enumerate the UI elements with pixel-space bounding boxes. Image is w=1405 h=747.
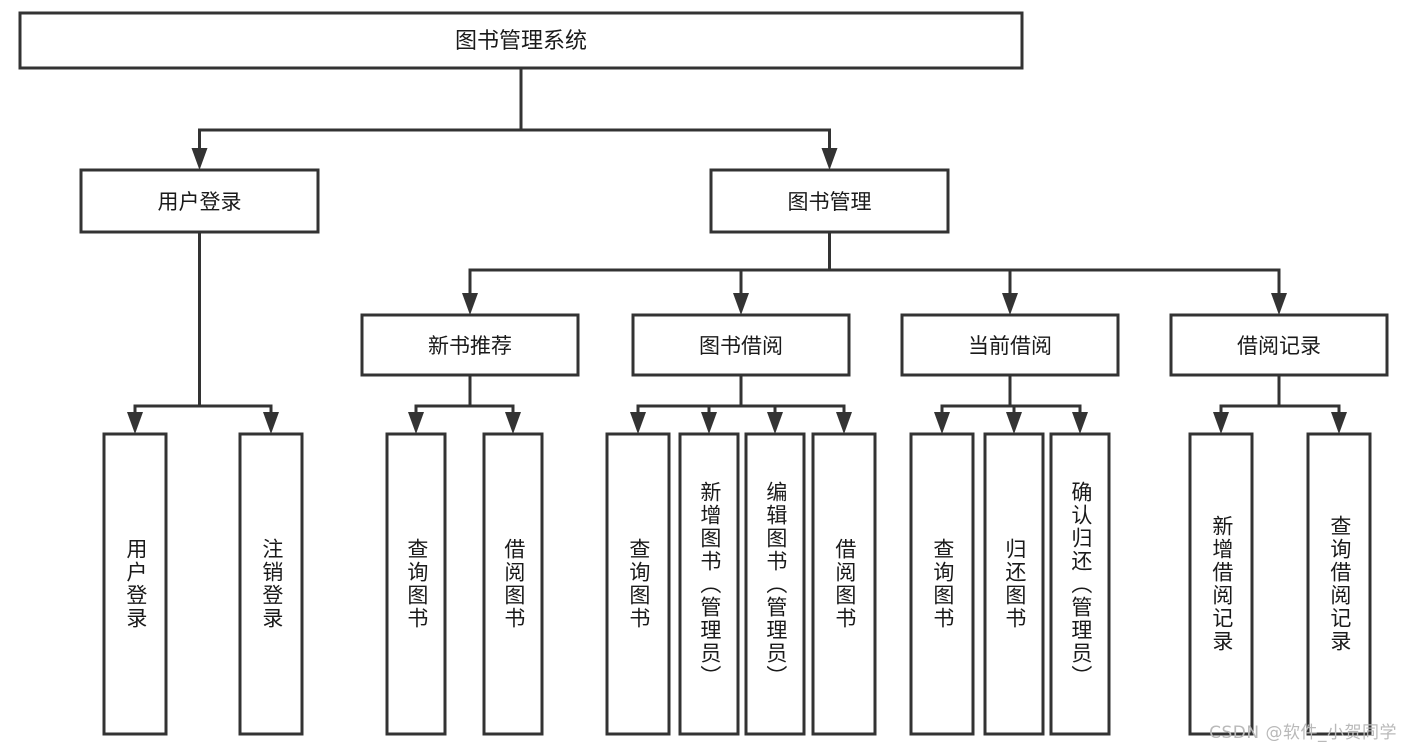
arrow-head [701, 412, 717, 434]
arrow-head [767, 412, 783, 434]
node-leaf-rec-query-record[interactable] [1306, 432, 1372, 736]
node-box-leaf-user-login[interactable] [102, 432, 168, 736]
node-label-book-manage: 图书管理 [788, 190, 872, 214]
node-leaf-cur-confirm-return[interactable] [1049, 432, 1111, 736]
node-box-leaf-rec-borrow-book[interactable] [482, 432, 544, 736]
arrow-head [1006, 412, 1022, 434]
arrow-head [821, 148, 838, 170]
node-label-current-borrow: 当前借阅 [968, 334, 1052, 358]
arrow-head [1331, 412, 1347, 434]
node-label-root: 图书管理系统 [455, 29, 587, 54]
node-box-leaf-rec-add-record[interactable] [1188, 432, 1254, 736]
node-box-book-manage[interactable] [709, 168, 950, 234]
connectors-layer [127, 66, 1347, 434]
node-root[interactable]: 图书管理系统 [18, 11, 1024, 70]
arrow-head [462, 293, 478, 315]
node-box-root[interactable] [18, 11, 1024, 70]
node-box-borrow-record[interactable] [1169, 313, 1389, 377]
node-box-leaf-borrow-borrow-book[interactable] [811, 432, 877, 736]
node-box-leaf-rec-query-book[interactable] [385, 432, 447, 736]
node-leaf-borrow-borrow-book[interactable] [811, 432, 877, 736]
node-box-current-borrow[interactable] [900, 313, 1120, 377]
node-label-book-borrow: 图书借阅 [699, 334, 783, 358]
node-current-borrow[interactable]: 当前借阅 [900, 313, 1120, 377]
arrow-head [630, 412, 646, 434]
node-leaf-rec-query-book[interactable] [385, 432, 447, 736]
arrow-head [1072, 412, 1088, 434]
node-box-leaf-borrow-edit-book[interactable] [744, 432, 806, 736]
arrow-head [1002, 293, 1018, 315]
node-box-leaf-user-logout[interactable] [238, 432, 304, 736]
node-leaf-user-login[interactable] [102, 432, 168, 736]
node-leaf-cur-return-book[interactable] [983, 432, 1045, 736]
node-box-new-book-rec[interactable] [360, 313, 580, 377]
node-box-leaf-borrow-query-book[interactable] [605, 432, 671, 736]
arrow-head [505, 412, 521, 434]
node-borrow-record[interactable]: 借阅记录 [1169, 313, 1389, 377]
node-leaf-borrow-query-book[interactable] [605, 432, 671, 736]
arrow-head [733, 293, 749, 315]
node-box-leaf-cur-query-book[interactable] [909, 432, 975, 736]
node-box-leaf-borrow-add-book[interactable] [678, 432, 740, 736]
arrow-head [408, 412, 424, 434]
node-label-new-book-rec: 新书推荐 [428, 334, 512, 358]
arrow-head [1271, 293, 1287, 315]
node-box-book-borrow[interactable] [631, 313, 851, 377]
node-user-login[interactable]: 用户登录 [79, 168, 320, 234]
node-new-book-rec[interactable]: 新书推荐 [360, 313, 580, 377]
arrow-head [836, 412, 852, 434]
node-book-manage[interactable]: 图书管理 [709, 168, 950, 234]
node-box-user-login[interactable] [79, 168, 320, 234]
node-leaf-borrow-add-book[interactable] [678, 432, 740, 736]
node-label-borrow-record: 借阅记录 [1237, 334, 1321, 358]
node-box-leaf-cur-confirm-return[interactable] [1049, 432, 1111, 736]
node-leaf-user-logout[interactable] [238, 432, 304, 736]
node-leaf-rec-add-record[interactable] [1188, 432, 1254, 736]
arrow-head [934, 412, 950, 434]
arrow-head [263, 412, 279, 434]
node-leaf-borrow-edit-book[interactable] [744, 432, 806, 736]
node-leaf-rec-borrow-book[interactable] [482, 432, 544, 736]
watermark-text: CSDN @软件_小贺同学 [1209, 723, 1397, 743]
node-label-user-login: 用户登录 [158, 190, 242, 214]
node-box-leaf-cur-return-book[interactable] [983, 432, 1045, 736]
node-leaf-cur-query-book[interactable] [909, 432, 975, 736]
node-book-borrow[interactable]: 图书借阅 [631, 313, 851, 377]
arrow-head [127, 412, 143, 434]
arrow-head [191, 148, 208, 170]
node-box-leaf-rec-query-record[interactable] [1306, 432, 1372, 736]
arrow-head [1213, 412, 1229, 434]
